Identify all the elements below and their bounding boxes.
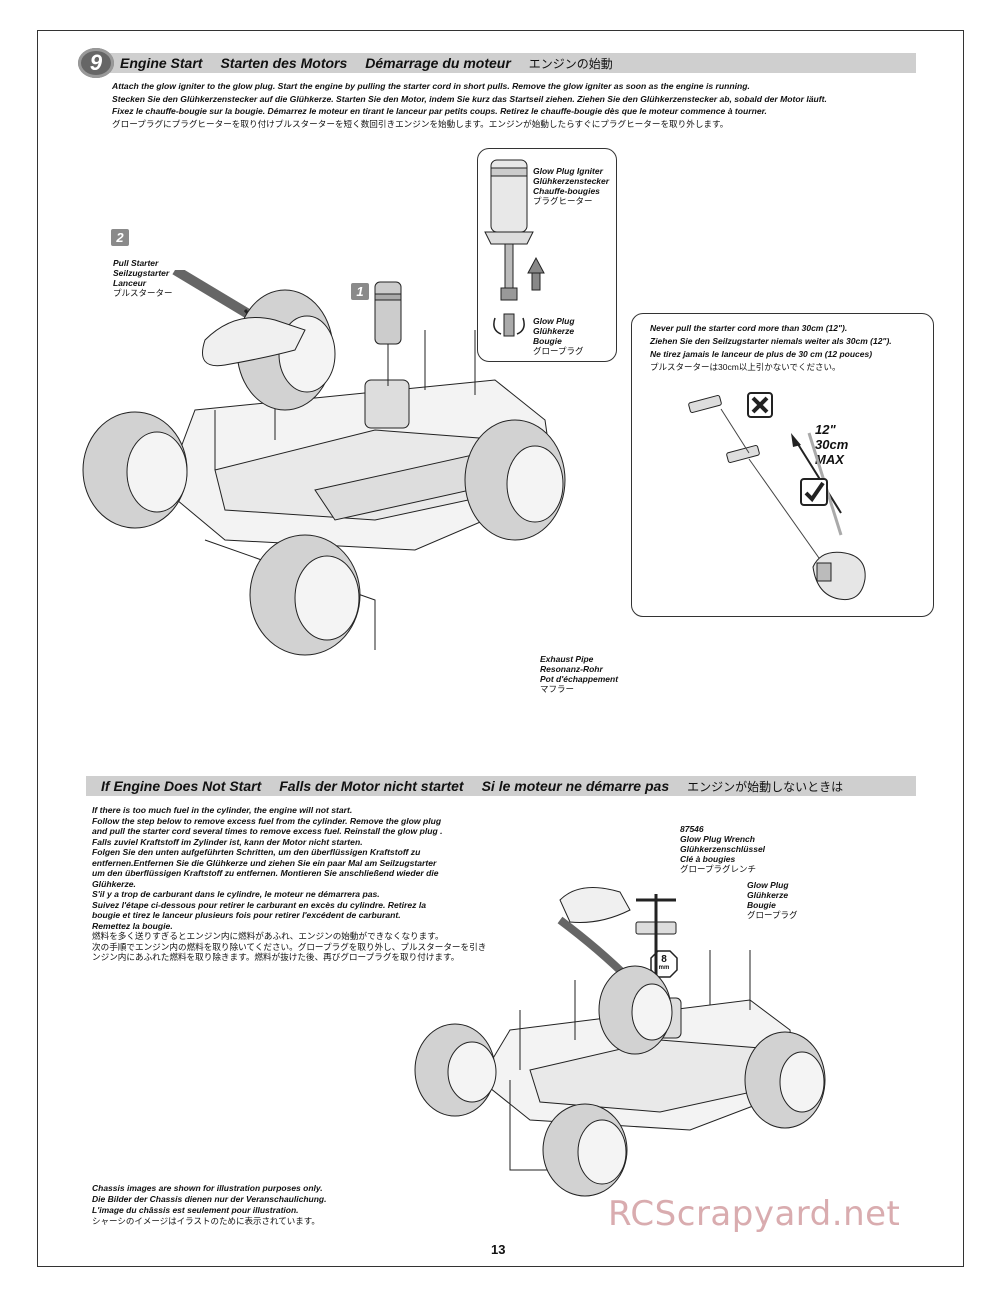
wrench-size-label: 8 mm <box>658 954 670 972</box>
chassis-disclaimer: Chassis images are shown for illustratio… <box>92 1183 327 1226</box>
exhaust-pipe-label: Exhaust Pipe Resonanz-Rohr Pot d'échappe… <box>540 654 619 694</box>
page-number: 13 <box>491 1242 506 1257</box>
car-chassis-illustration-bottom <box>414 887 826 1197</box>
watermark: RCScrapyard.net <box>608 1194 901 1234</box>
section2-header-bar <box>86 776 916 796</box>
page-frame <box>37 30 964 1267</box>
step-instructions: Attach the glow igniter to the glow plug… <box>112 81 827 129</box>
glow-plug-label-2: Glow Plug Glühkerze Bougie グロープラグ <box>747 880 798 920</box>
step-number-badge: 9 <box>78 48 114 78</box>
glow-igniter-label: Glow Plug Igniter Glühkerzenstecker Chau… <box>533 166 610 206</box>
starter-warning-text: Never pull the starter cord more than 30… <box>650 323 892 372</box>
warning-box <box>631 313 934 617</box>
glow-plug-wrench-label: 87546 Glow Plug Wrench Glühkerzenschlüss… <box>680 824 766 874</box>
section-header-bar <box>86 53 916 73</box>
glow-plug-label: Glow Plug Glühkerze Bougie グロープラグ <box>533 316 584 356</box>
car-chassis-illustration-top <box>82 270 566 656</box>
glow-igniter-illustration <box>484 159 545 337</box>
callout-number-1: 1 <box>351 283 369 300</box>
section2-instructions: If there is too much fuel in the cylinde… <box>92 805 487 962</box>
starter-cord-illustration <box>688 392 866 601</box>
pull-starter-label: Pull Starter Seilzugstarter Lanceur プルスタ… <box>113 258 173 298</box>
callout-number-2: 2 <box>111 229 129 246</box>
max-length-label: 12" 30cm MAX <box>815 422 849 467</box>
